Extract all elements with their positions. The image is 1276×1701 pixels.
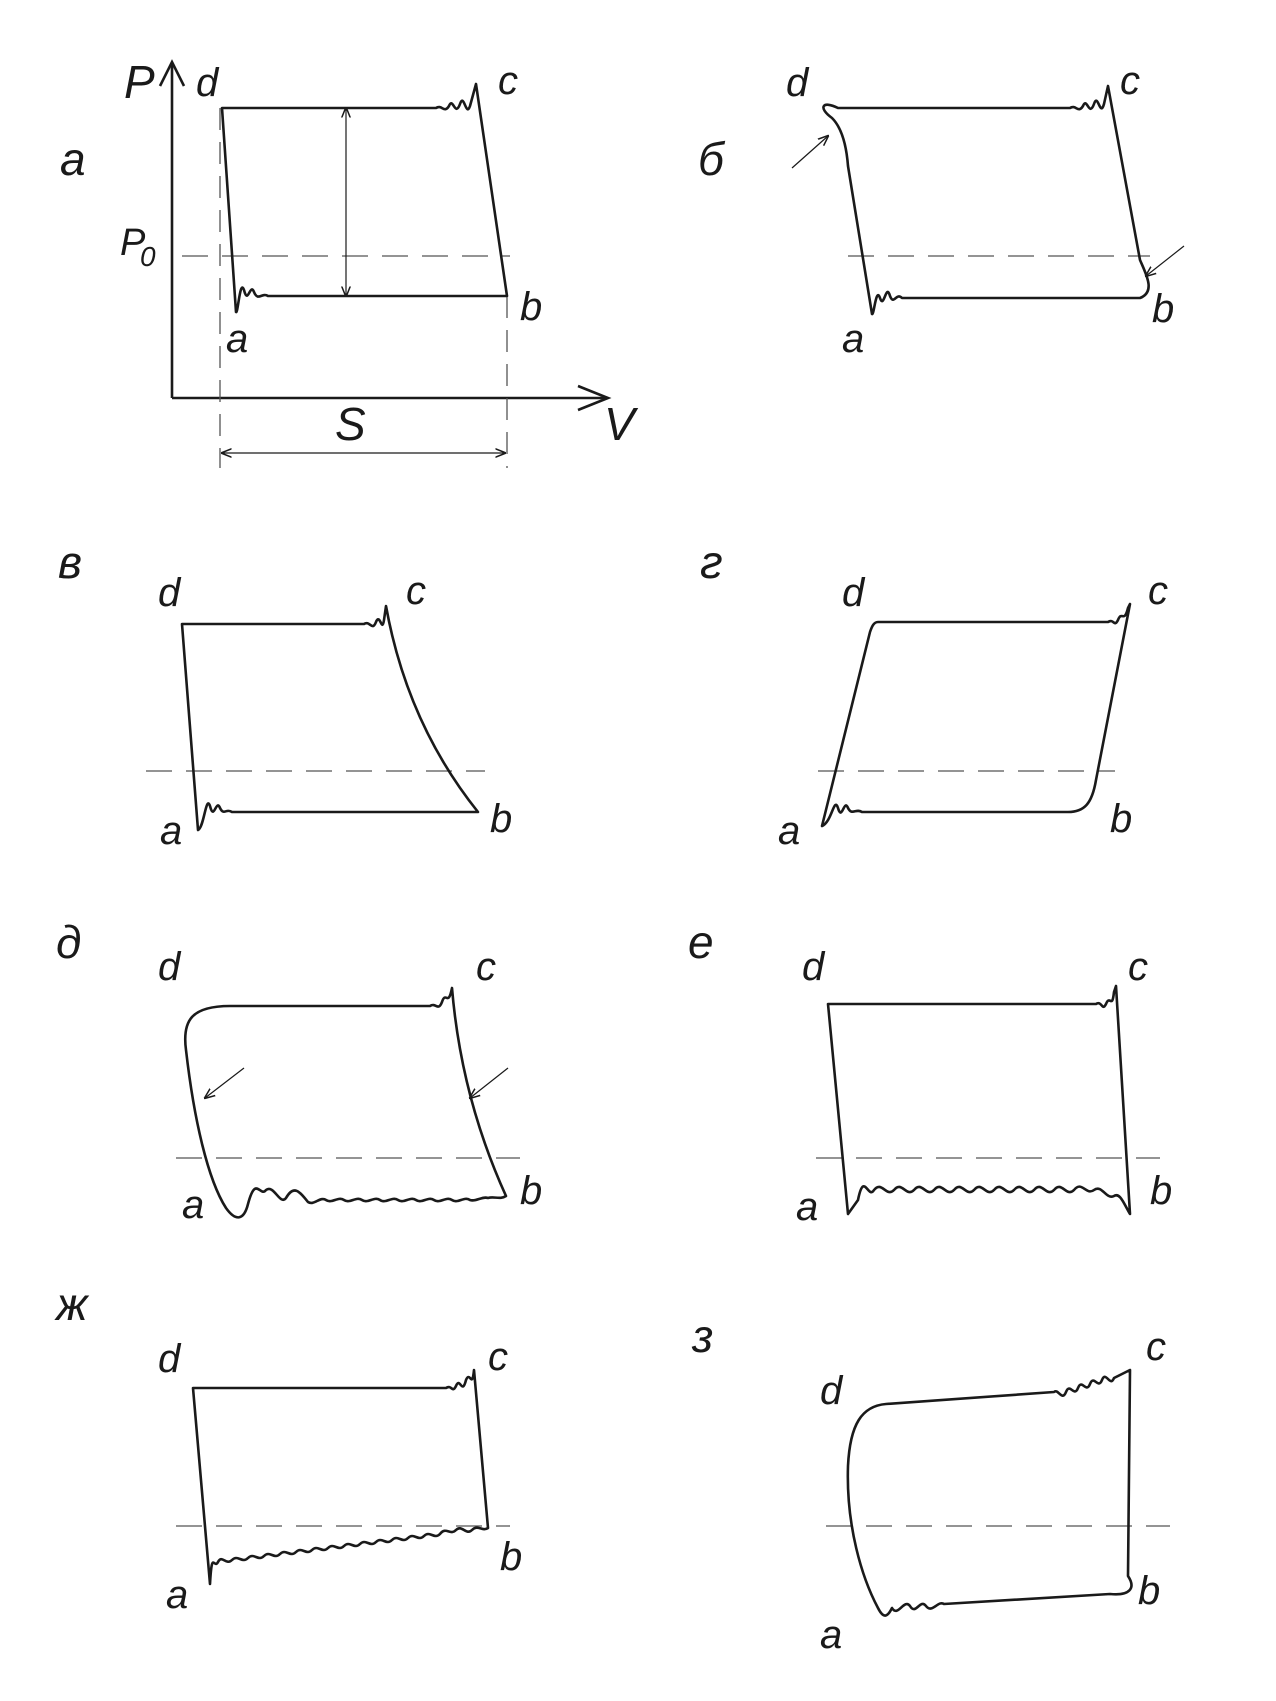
panel-z: з d c b a — [691, 1310, 1170, 1657]
point-a-label: a — [796, 1185, 818, 1229]
panel-a: а P V P 0 S d c b a — [60, 56, 639, 468]
point-d-label: d — [820, 1369, 844, 1413]
point-b-label: b — [1152, 287, 1174, 331]
p-axis-label: P — [124, 56, 155, 108]
v-axis-label: V — [604, 398, 639, 450]
cycle-curve — [846, 1368, 1133, 1617]
point-d-label: d — [786, 61, 810, 105]
cycle-curve — [820, 602, 1132, 828]
point-d-label: d — [802, 945, 826, 989]
point-a-label: a — [166, 1573, 188, 1617]
point-c-label: c — [1120, 59, 1140, 103]
panel-label: а — [60, 133, 86, 185]
panel-b: б d c b a — [698, 59, 1185, 361]
v-axis-arrow — [577, 384, 612, 412]
point-d-label: d — [158, 1337, 182, 1381]
cycle-curve — [220, 82, 509, 314]
panel-label: б — [698, 133, 726, 185]
p0-subscript: 0 — [140, 241, 156, 272]
point-b-label: b — [1150, 1169, 1172, 1213]
cycle-curve — [191, 1368, 490, 1586]
panel-zh: ж d c b a — [54, 1278, 522, 1617]
point-a-label: a — [226, 317, 248, 361]
p0-label: P — [120, 222, 146, 264]
p-axis-arrow — [158, 59, 186, 87]
point-c-label: c — [498, 59, 518, 103]
panel-label: в — [58, 536, 82, 588]
point-b-label: b — [490, 797, 512, 841]
panel-label: е — [688, 916, 714, 968]
panel-e: е d c b a — [688, 916, 1172, 1229]
point-c-label: c — [488, 1335, 508, 1379]
point-b-label: b — [1110, 797, 1132, 841]
point-a-label: a — [182, 1183, 204, 1227]
cycle-curve — [183, 986, 508, 1219]
point-b-label: b — [500, 1535, 522, 1579]
cycle-curve — [180, 604, 480, 832]
deviation-arrow — [791, 136, 828, 169]
panel-label: з — [691, 1310, 713, 1362]
panel-label: д — [56, 916, 81, 968]
point-b-label: b — [1138, 1569, 1160, 1613]
point-d-label: d — [842, 571, 866, 615]
point-c-label: c — [406, 569, 426, 613]
point-d-label: d — [158, 945, 182, 989]
point-a-label: a — [842, 317, 864, 361]
point-d-label: d — [196, 61, 220, 105]
stroke-label: S — [335, 398, 366, 450]
deviation-arrow — [1146, 245, 1185, 276]
point-c-label: c — [1128, 945, 1148, 989]
deviation-arrow — [470, 1067, 509, 1098]
deviation-arrow — [205, 1067, 245, 1098]
cycle-curve — [826, 984, 1132, 1216]
cycle-curve — [822, 84, 1150, 316]
point-a-label: a — [778, 809, 800, 853]
panel-g: г d c b a — [700, 536, 1168, 853]
point-b-label: b — [520, 1169, 542, 1213]
point-a-label: a — [820, 1613, 842, 1657]
point-a-label: a — [160, 809, 182, 853]
panel-label: г — [700, 536, 723, 588]
point-c-label: c — [1146, 1325, 1166, 1369]
point-b-label: b — [520, 285, 542, 329]
panel-label: ж — [54, 1278, 90, 1330]
point-c-label: c — [1148, 569, 1168, 613]
panel-d: д d c b a — [56, 916, 542, 1227]
point-c-label: c — [476, 945, 496, 989]
panel-v: в d c b a — [58, 536, 512, 853]
point-d-label: d — [158, 571, 182, 615]
